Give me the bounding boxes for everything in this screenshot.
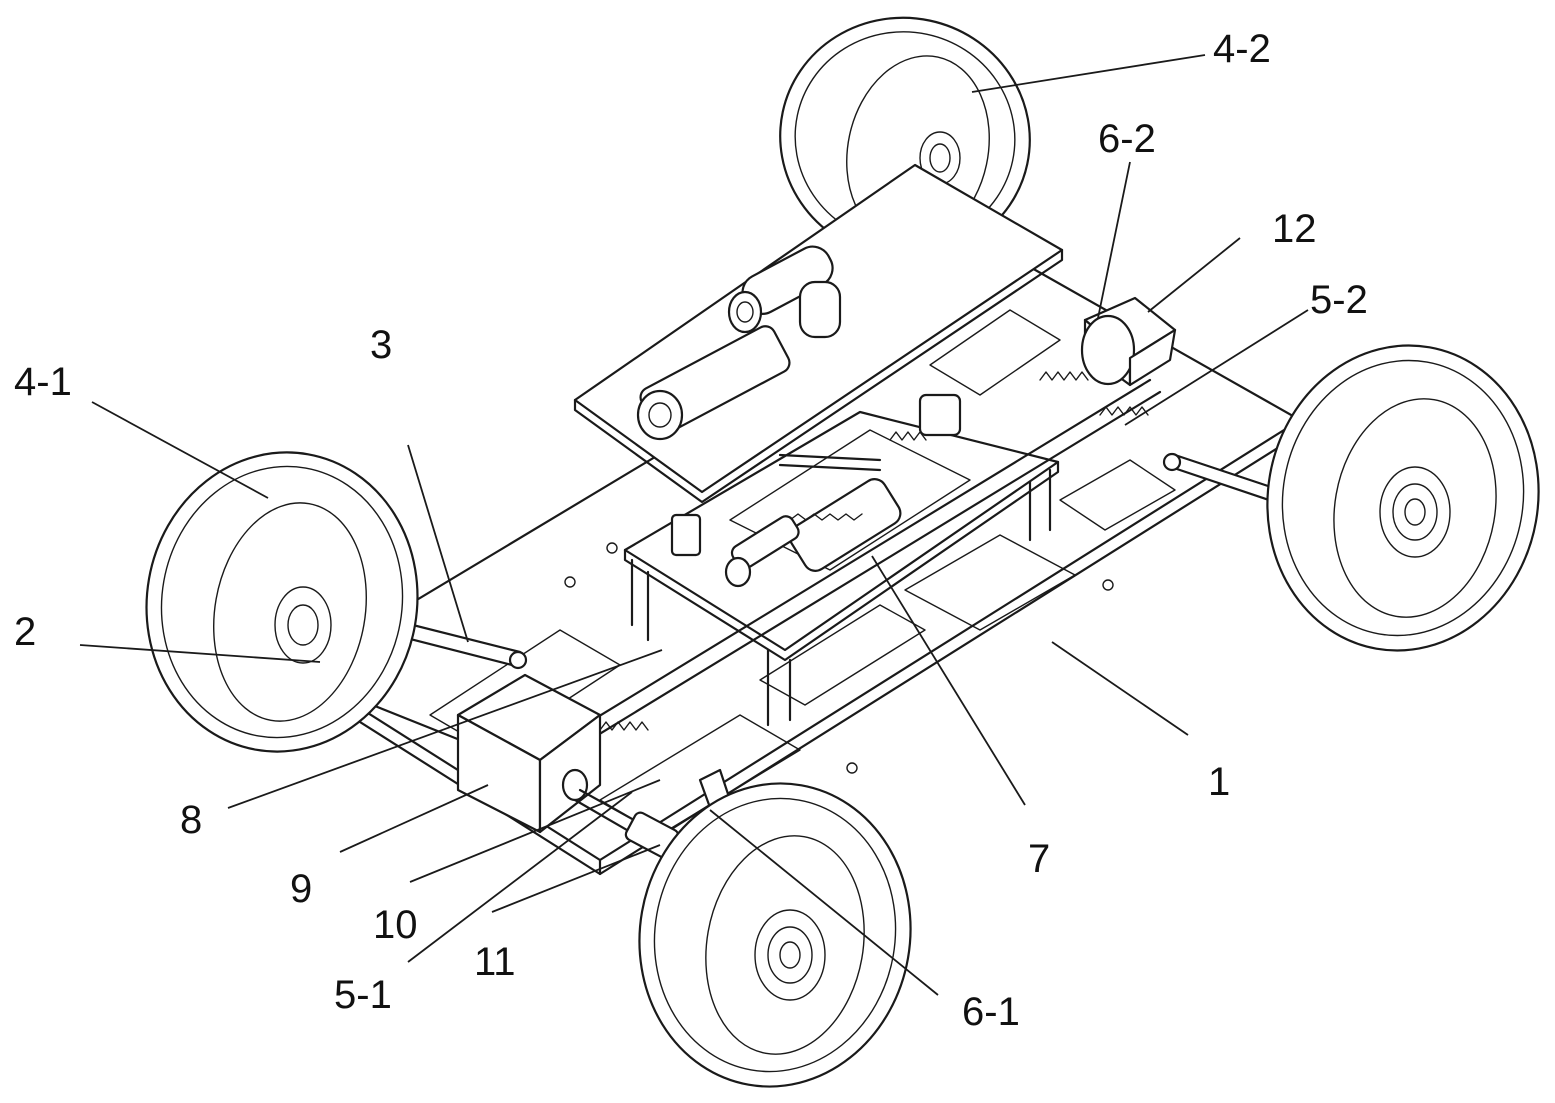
leader-9 [339,784,489,853]
leader-8 [227,649,663,809]
callout-4-2: 4-2 [1213,27,1271,71]
leader-4-2 [971,54,1206,93]
leader-3 [407,444,469,643]
leader-12 [1147,237,1241,313]
callout-5-1: 5-1 [334,973,392,1017]
leader-4-1 [91,401,269,499]
leader-2 [79,644,321,663]
leader-11 [491,844,661,913]
upper-control-platform [573,163,1064,504]
callout-7: 7 [1028,837,1050,881]
leader-10 [409,779,661,883]
callout-11: 11 [474,940,516,984]
steering-motor-9 [456,673,680,859]
callout-2: 2 [14,610,36,654]
callout-9: 9 [290,867,312,911]
wheel-4-1 [145,451,419,753]
wheel-bottom [638,782,912,1088]
callout-4-1: 4-1 [14,360,72,404]
callout-5-2: 5-2 [1310,278,1368,322]
callout-1: 1 [1208,760,1230,804]
leader-7 [871,555,1026,806]
steering-motor-12 [1080,296,1177,387]
middle-platform [623,393,1060,727]
wheel-right [1266,344,1540,652]
leader-5-1 [407,791,633,963]
leader-lines [79,54,1309,996]
callout-labels: 4-2 6-2 12 5-2 3 4-1 2 8 9 10 5-1 11 6-1… [14,27,1368,1034]
leader-6-1 [709,809,939,996]
callout-6-2: 6-2 [1098,117,1156,161]
leader-6-2 [1097,161,1131,319]
leader-5-2 [1124,309,1309,426]
leader-1 [1051,641,1189,736]
callout-3: 3 [370,323,392,367]
callout-12: 12 [1272,207,1317,251]
callout-10: 10 [373,903,418,947]
callout-8: 8 [180,798,202,842]
callout-6-1: 6-1 [962,990,1020,1034]
